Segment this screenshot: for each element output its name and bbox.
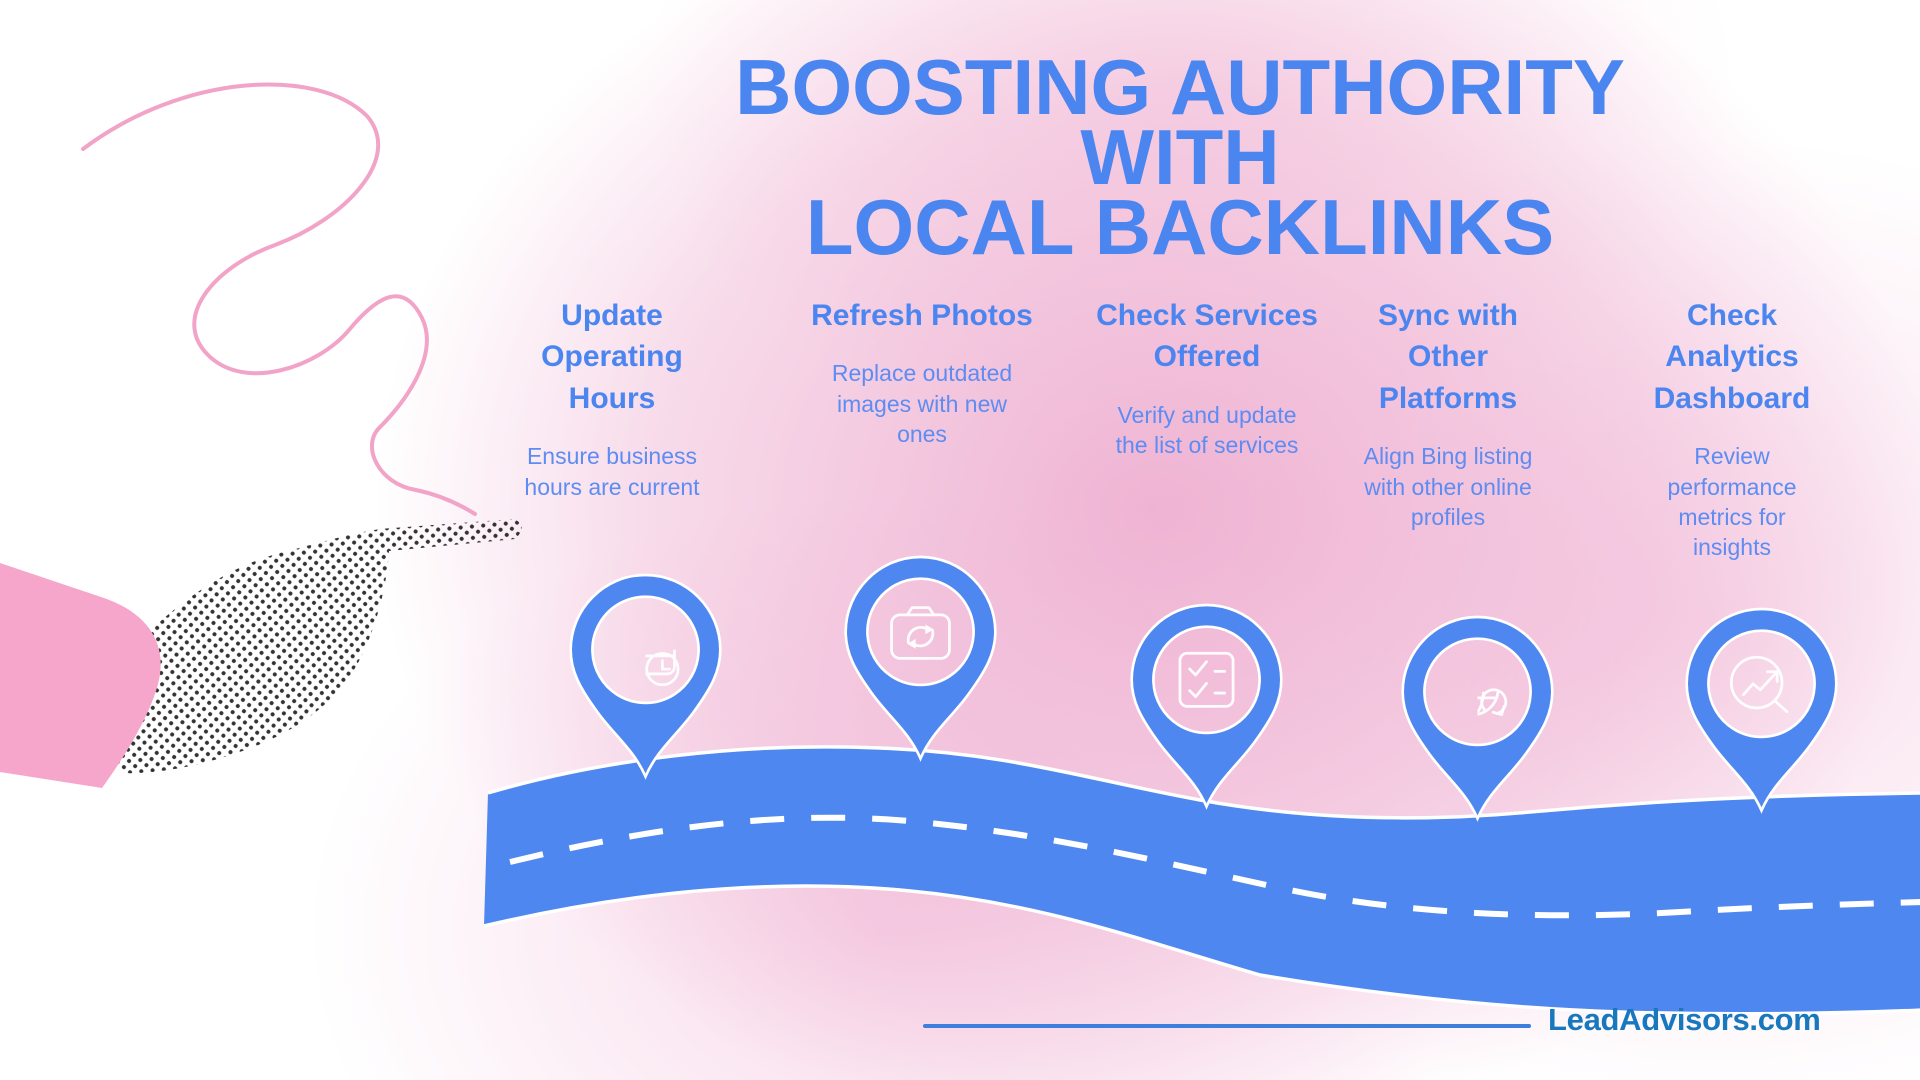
squiggle-doodle (81, 82, 477, 516)
pin-check-services-offered (1130, 603, 1283, 810)
camera-refresh-icon (890, 606, 951, 660)
step-description: Verify and update the list of services (1115, 401, 1299, 459)
pin-sync-with-other-platforms (1401, 615, 1554, 822)
step-check-services-offered: Check Services Offered Verify and update… (1082, 295, 1332, 461)
page-title-line2: LOCAL BACKLINKS (805, 183, 1555, 272)
calendar-clock-icon (615, 620, 680, 687)
step-update-operating-hours: Update Operating Hours Ensure business h… (510, 295, 715, 502)
chart-search-icon (1729, 655, 1789, 713)
step-heading: Update Operating Hours (541, 299, 683, 415)
step-heading: Sync with Other Platforms (1377, 299, 1519, 415)
footer-divider-line (923, 1024, 1531, 1028)
step-heading: Check Services Offered (1096, 299, 1318, 374)
brand-logo[interactable]: LeadAdvisors.com (1548, 1002, 1821, 1037)
step-check-analytics-dashboard: Check Analytics Dashboard Review perform… (1638, 295, 1826, 563)
globe-sync-icon (1445, 662, 1508, 717)
step-sync-with-other-platforms: Sync with Other Platforms Align Bing lis… (1348, 295, 1548, 532)
page-title: BOOSTING AUTHORITY WITH LOCAL BACKLINKS (640, 43, 1720, 272)
step-refresh-photos: Refresh Photos Replace outdated images w… (811, 295, 1033, 449)
step-description: Review performance metrics for insights (1667, 443, 1797, 561)
pin-update-operating-hours (569, 573, 722, 780)
pointing-hand-image (106, 519, 522, 774)
page-title-line1: BOOSTING AUTHORITY WITH (735, 43, 1625, 202)
step-description: Align Bing listing with other online pro… (1363, 443, 1533, 530)
step-description: Replace outdated images with new ones (831, 360, 1013, 448)
pin-check-analytics-dashboard (1685, 607, 1838, 814)
pink-sleeve (0, 563, 161, 788)
step-heading: Check Analytics Dashboard (1653, 299, 1811, 415)
step-description: Ensure business hours are current (524, 443, 700, 500)
checklist-icon (1178, 651, 1235, 708)
step-heading: Refresh Photos (811, 299, 1033, 332)
pin-refresh-photos (844, 555, 997, 762)
road-bottom-edge (483, 884, 1920, 1016)
